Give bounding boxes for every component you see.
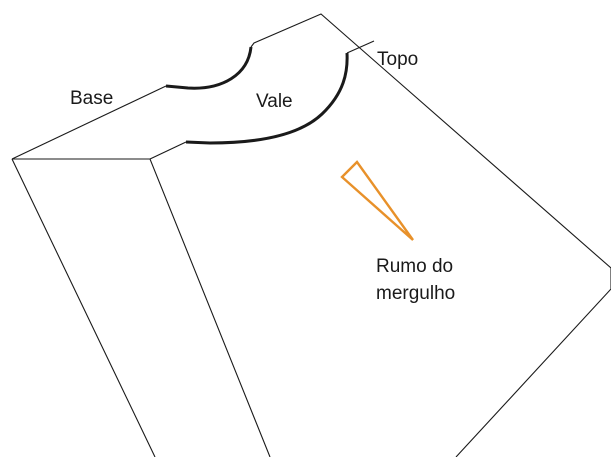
label-dip-direction: Rumo do mergulho [376,253,455,307]
valley-back-connector [250,13,611,269]
label-topo: Topo [377,49,419,70]
label-dip-direction-line2: mergulho [376,283,456,304]
label-vale: Vale [256,91,293,112]
valley-curve-back [165,46,253,90]
label-base: Base [70,88,114,109]
left-face [11,158,271,457]
top-surface-back-edge [11,85,167,160]
valley-front-connector [346,40,375,54]
label-dip-direction-line1: Rumo do [376,256,454,277]
right-face-edge [455,268,611,457]
dip-direction-arrow [340,160,414,241]
valley-curve-front [185,52,349,145]
top-surface-front-edge [149,141,187,160]
